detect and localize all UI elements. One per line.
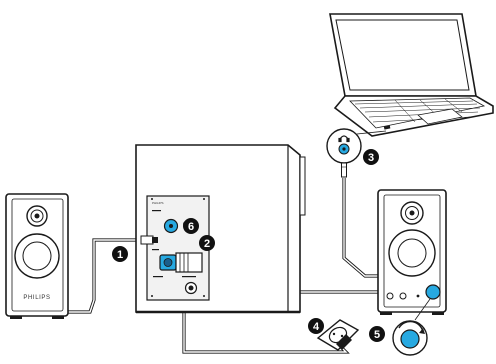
headphone-icon: [338, 135, 350, 143]
audio-input-cable: [342, 178, 380, 278]
power-outlet: [316, 319, 360, 351]
subwoofer-back-panel: [146, 195, 210, 301]
subwoofer-side-vent: [299, 156, 306, 216]
power-led: [416, 294, 420, 298]
step-badge-5: 5: [369, 326, 385, 342]
volume-knob-callout: [392, 298, 431, 356]
left-speaker-cable: [68, 238, 140, 314]
step-badge-3: 3: [363, 149, 379, 165]
left-speaker-plug: [140, 235, 154, 245]
din-plug: [175, 252, 203, 273]
volume-knob-enlarged[interactable]: [400, 329, 420, 349]
right-speaker-jack-2: [399, 292, 407, 300]
svg-text:2: 2: [204, 238, 210, 250]
laptop-headphone-port: [383, 125, 391, 130]
laptop-touchpad: [417, 108, 463, 125]
laptop: [329, 13, 494, 137]
svg-text:5: 5: [374, 329, 380, 341]
svg-text:6: 6: [188, 221, 194, 233]
right-speaker: [377, 189, 447, 315]
left-woofer: [14, 233, 60, 279]
right-woofer: [388, 229, 436, 277]
laptop-lid: [329, 13, 477, 97]
step-badge-6: 6: [183, 218, 199, 234]
panel-screws: [151, 198, 205, 297]
step-badge-2: 2: [199, 235, 215, 251]
audio-plug: [341, 162, 347, 178]
headphone-jack-callout: [326, 128, 387, 178]
panel-brand-label: PHILIPS: [152, 201, 164, 205]
step-badges: 1 2 3 4 5 6: [112, 149, 385, 342]
svg-text:1: 1: [117, 249, 123, 261]
subwoofer: PHILIPS: [135, 144, 306, 314]
svg-text:3: 3: [368, 152, 374, 164]
right-speaker-jack-1: [386, 292, 394, 300]
laptop-screen: [335, 19, 470, 91]
left-speaker-brand: PHILIPS: [23, 295, 50, 301]
step-badge-1: 1: [112, 246, 128, 262]
rotate-arrow-icon: [398, 320, 425, 334]
laptop-keyboard: [349, 97, 486, 129]
power-plug: [336, 334, 352, 350]
volume-knob[interactable]: [425, 284, 441, 300]
panel-markings: [152, 210, 196, 278]
step-badge-4: 4: [308, 318, 324, 334]
left-speaker: PHILIPS: [5, 193, 69, 319]
svg-text:4: 4: [313, 321, 320, 333]
